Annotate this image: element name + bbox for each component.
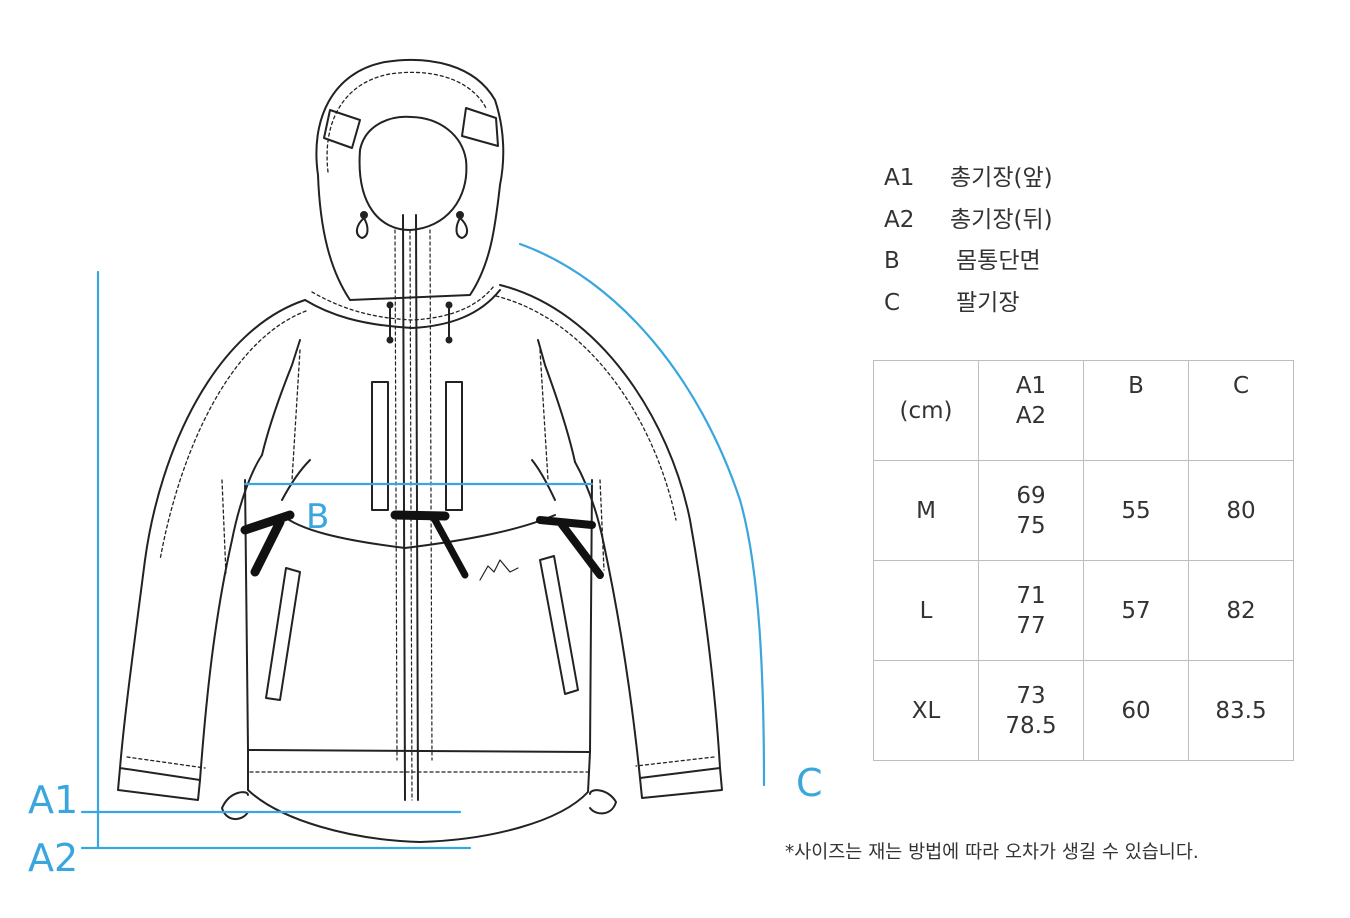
a1-a2-cell: 69 75 — [978, 460, 1084, 561]
right-sleeve — [499, 284, 721, 779]
a2-value: 75 — [1016, 512, 1046, 539]
header-a1-a2: A1 A2 — [978, 360, 1084, 461]
legend-label: 총기장(앞) — [950, 165, 1053, 191]
size-cell: L — [873, 560, 979, 661]
a1-value: 69 — [1016, 482, 1046, 509]
label-a2: A2 — [28, 836, 79, 880]
c-guide — [518, 242, 766, 787]
table-row: L 71 77 57 82 — [873, 560, 1294, 661]
table-row: XL 73 78.5 60 83.5 — [873, 660, 1294, 761]
legend-row: A2 총기장(뒤) — [884, 200, 1053, 242]
c-cell: 82 — [1188, 560, 1294, 661]
measurement-legend: A1 총기장(앞) A2 총기장(뒤) B 몸통단면 C 팔기장 — [884, 158, 1053, 324]
a1-a2-cell: 73 78.5 — [978, 660, 1084, 761]
header-unit: (cm) — [873, 360, 979, 461]
legend-label: 몸통단면 — [956, 248, 1041, 274]
size-cell: XL — [873, 660, 979, 761]
legend-label: 팔기장 — [956, 289, 1020, 316]
size-table: (cm) A1 A2 B C M 69 75 55 80 L 71 77 57 … — [873, 360, 1294, 761]
label-c: C — [796, 761, 823, 805]
legend-code: A2 — [884, 206, 915, 233]
b-cell: 57 — [1083, 560, 1189, 661]
header-a1: A1 — [1015, 373, 1047, 399]
face-opening — [358, 115, 468, 231]
legend-label: 총기장(뒤) — [950, 206, 1053, 233]
a2-value: 78.5 — [1005, 712, 1057, 739]
table-row: M 69 75 55 80 — [873, 460, 1294, 561]
hood — [315, 58, 505, 301]
a1-a2-cell: 71 77 — [978, 560, 1084, 661]
header-b: B — [1083, 360, 1189, 461]
body — [261, 339, 576, 463]
b-cell: 60 — [1083, 660, 1189, 761]
header-c: C — [1188, 360, 1294, 461]
left-sleeve — [119, 299, 306, 781]
header-a2: A2 — [1015, 403, 1047, 429]
legend-code: A1 — [884, 165, 915, 191]
size-cell: M — [873, 460, 979, 561]
legend-row: C 팔기장 — [884, 283, 1053, 325]
legend-row: A1 총기장(앞) — [884, 158, 1053, 200]
legend-code: B — [884, 248, 900, 274]
table-header-row: (cm) A1 A2 B C — [873, 360, 1294, 461]
b-cell: 55 — [1083, 460, 1189, 561]
a1-value: 73 — [1016, 682, 1046, 709]
c-cell: 83.5 — [1188, 660, 1294, 761]
a1-value: 71 — [1016, 582, 1046, 609]
a2-value: 77 — [1016, 612, 1046, 639]
size-disclaimer: *사이즈는 재는 방법에 따라 오차가 생길 수 있습니다. — [785, 842, 1199, 863]
c-cell: 80 — [1188, 460, 1294, 561]
label-b: B — [306, 497, 330, 537]
legend-row: B 몸통단면 — [884, 241, 1053, 283]
legend-code: C — [884, 289, 901, 316]
label-a1: A1 — [28, 778, 79, 822]
